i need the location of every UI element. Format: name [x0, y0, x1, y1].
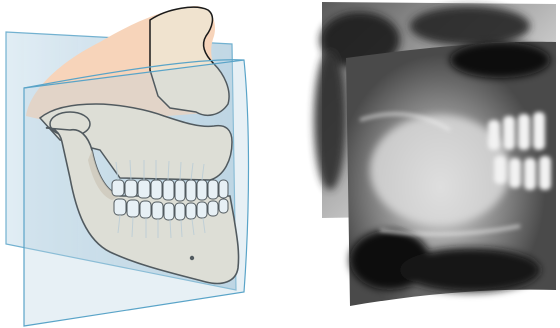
xray-radiograph [314, 2, 556, 306]
skull-illustration [6, 6, 249, 326]
focal-plane-front [24, 60, 249, 326]
